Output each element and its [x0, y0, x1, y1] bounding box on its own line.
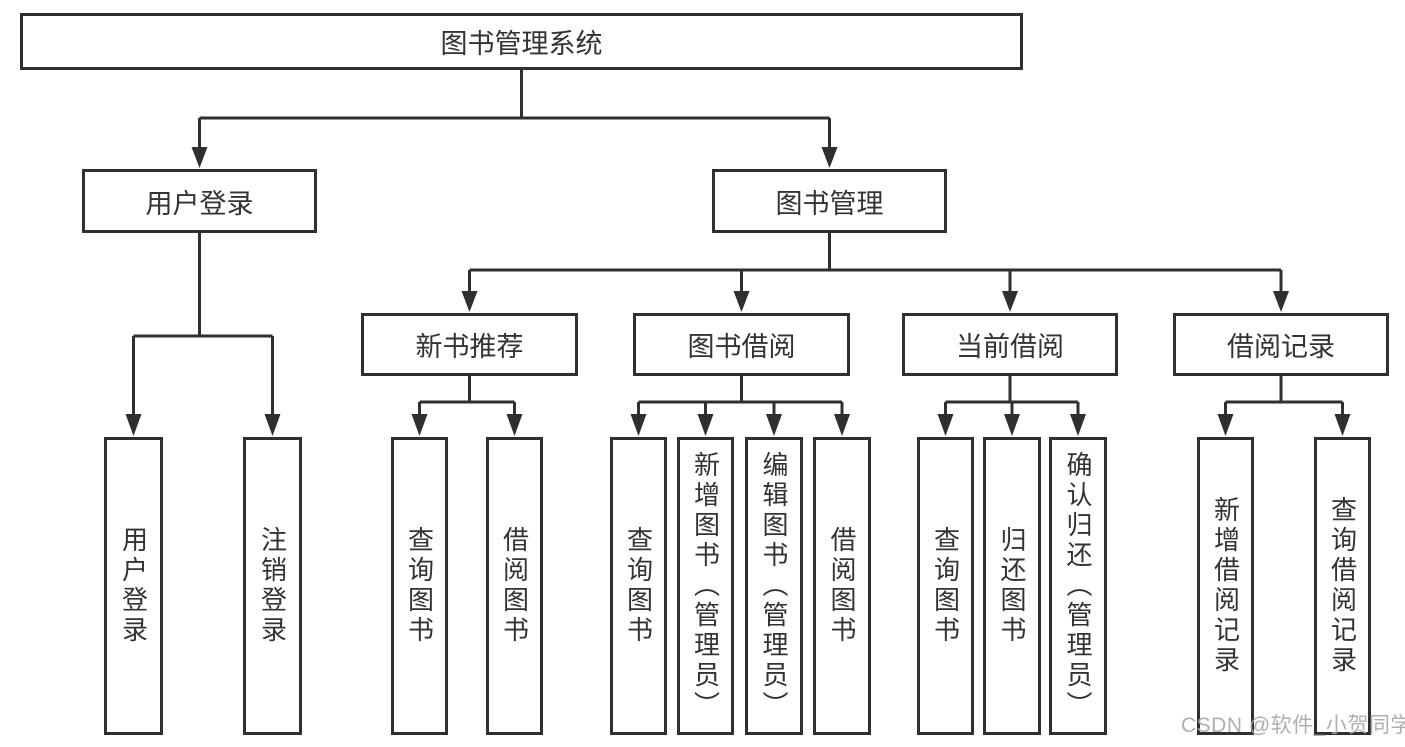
csdn-watermark: CSDN @软件_小贺同学 [1181, 714, 1405, 737]
arrowhead [630, 414, 647, 436]
node-user-login: 用户登录 [82, 169, 317, 233]
leaf-current-return-books: 归还图书 [983, 437, 1041, 735]
node-new-book-recommend: 新书推荐 [361, 313, 578, 376]
arrowhead [1334, 414, 1351, 436]
leaf-newbook-query-books: 查询图书 [391, 437, 448, 735]
node-book-management-label: 图书管理 [775, 188, 884, 219]
arrowhead [1002, 291, 1018, 312]
node-book-borrow: 图书借阅 [633, 313, 850, 376]
arrowhead [834, 414, 850, 436]
edge-current-to-leaves [944, 376, 1080, 416]
leaf-record-add-borrow-record-label: 新增借阅记录 [1210, 496, 1241, 676]
leaf-logout-label: 注销登录 [257, 526, 288, 646]
leaf-newbook-borrow-books-label: 借阅图书 [499, 526, 530, 646]
edge-borrow-to-leaves [637, 376, 844, 416]
node-new-book-recommend-label: 新书推荐 [415, 332, 524, 362]
arrowhead [733, 291, 750, 312]
edge-root-to-level2 [198, 69, 831, 148]
arrowhead [697, 414, 714, 436]
arrowhead [1217, 414, 1234, 436]
leaf-current-confirm-return-admin: 确认归还（管理员） [1049, 437, 1107, 735]
leaf-record-query-borrow-record: 查询借阅记录 [1314, 437, 1371, 735]
arrowhead [1070, 414, 1086, 436]
leaf-current-query-books: 查询图书 [917, 437, 974, 735]
arrowhead [506, 414, 523, 436]
leaf-current-confirm-return-admin-label: 确认归还（管理员） [1063, 451, 1093, 721]
arrowhead [1004, 414, 1020, 436]
edge-userlogin-to-leaves [132, 233, 274, 416]
leaf-newbook-borrow-books: 借阅图书 [486, 437, 543, 735]
edge-record-to-leaves [1224, 376, 1344, 416]
leaf-borrow-borrow-books-label: 借阅图书 [827, 526, 857, 646]
node-root-label: 图书管理系统 [440, 29, 603, 59]
arrowhead [821, 147, 838, 168]
arrowhead [766, 414, 782, 436]
arrowhead [264, 414, 281, 436]
leaf-borrow-query-books-label: 查询图书 [623, 526, 654, 646]
arrowhead [411, 414, 428, 436]
leaf-borrow-edit-books-admin: 编辑图书（管理员） [745, 437, 803, 735]
edge-newbook-to-leaves [418, 376, 516, 416]
leaf-borrow-query-books: 查询图书 [610, 437, 667, 735]
leaf-user-login-label: 用户登录 [118, 526, 149, 646]
leaf-logout: 注销登录 [243, 437, 302, 735]
leaf-borrow-borrow-books: 借阅图书 [813, 437, 871, 735]
leaf-borrow-edit-books-admin-label: 编辑图书（管理员） [759, 451, 789, 721]
leaf-newbook-query-books-label: 查询图书 [404, 526, 435, 646]
node-current-borrow-label: 当前借阅 [956, 332, 1064, 362]
node-user-login-label: 用户登录 [145, 188, 254, 219]
arrowhead [937, 414, 954, 436]
leaf-current-query-books-label: 查询图书 [930, 526, 961, 646]
node-book-management: 图书管理 [712, 169, 947, 233]
edge-bookmgmt-to-level3 [468, 233, 1283, 293]
node-borrow-record-label: 借阅记录 [1227, 332, 1335, 362]
arrowhead [1273, 291, 1289, 312]
arrowhead [125, 414, 142, 436]
leaf-current-return-books-label: 归还图书 [997, 526, 1027, 646]
arrowhead [461, 291, 478, 312]
node-borrow-record: 借阅记录 [1173, 313, 1389, 376]
leaf-user-login: 用户登录 [104, 437, 163, 735]
leaf-record-add-borrow-record: 新增借阅记录 [1197, 437, 1254, 735]
leaf-borrow-add-books-admin: 新增图书（管理员） [677, 437, 734, 735]
node-root: 图书管理系统 [20, 13, 1023, 70]
arrowhead [191, 147, 208, 168]
leaf-record-query-borrow-record-label: 查询借阅记录 [1327, 496, 1358, 676]
node-current-borrow: 当前借阅 [902, 313, 1118, 376]
leaf-borrow-add-books-admin-label: 新增图书（管理员） [690, 451, 721, 721]
node-book-borrow-label: 图书借阅 [687, 332, 796, 362]
